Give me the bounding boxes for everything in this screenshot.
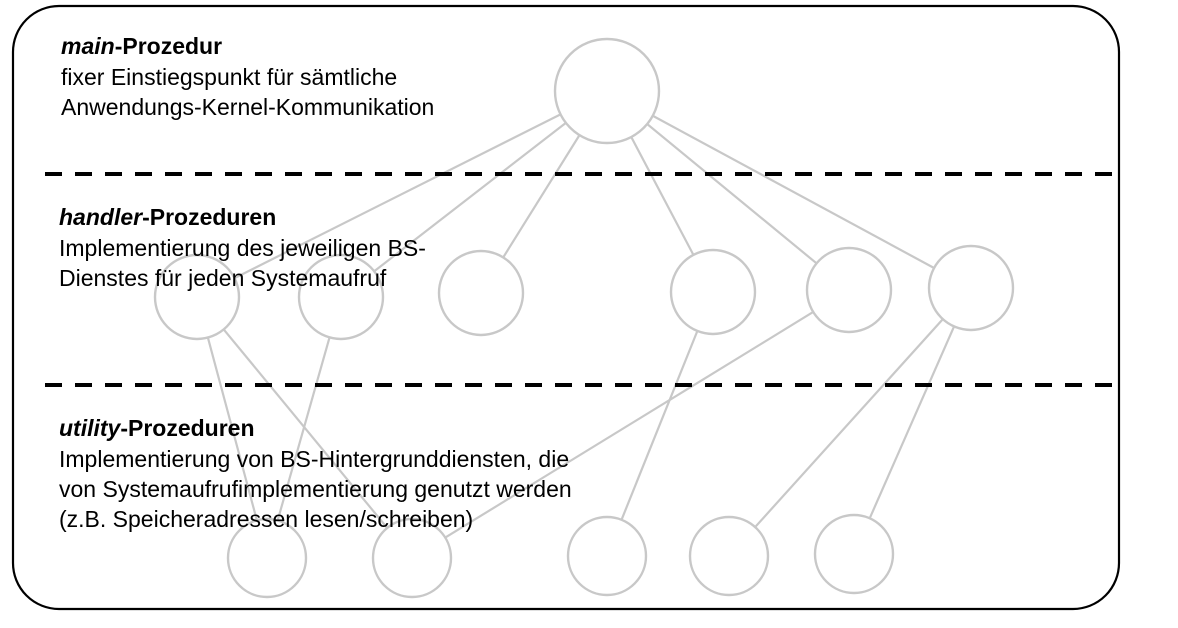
node-main-1[interactable] bbox=[553, 37, 661, 145]
tier-title-utility-rest: -Prozeduren bbox=[120, 415, 255, 441]
tier-label-utility: utility-Prozeduren Implementierung von B… bbox=[59, 414, 572, 534]
edge-handler-2-to-utility-1 bbox=[276, 337, 331, 521]
tier-title-handler-emphasis: handler bbox=[59, 204, 143, 230]
edge-main-1-to-handler-3 bbox=[502, 134, 581, 258]
tier-title-main-rest: -Prozedur bbox=[114, 33, 223, 59]
node-handler-4[interactable] bbox=[669, 248, 757, 336]
edge-main-1-to-handler-6 bbox=[652, 114, 935, 269]
tier-title-utility-emphasis: utility bbox=[59, 415, 121, 441]
container-frame bbox=[11, 4, 1121, 611]
tier-title-main-emphasis: main bbox=[61, 33, 115, 59]
edge-main-1-to-handler-1 bbox=[234, 113, 562, 280]
tier-body-main: fixer Einstiegspunkt für sämtliche Anwen… bbox=[61, 64, 435, 120]
tier-body-handler: Implementierung des jeweiligen BS- Diens… bbox=[59, 235, 426, 291]
edge-handler-1-to-utility-2 bbox=[222, 328, 389, 529]
tier-title-utility: utility-Prozeduren bbox=[59, 414, 572, 443]
tier-title-handler: handler-Prozeduren bbox=[59, 203, 426, 232]
node-utility-3[interactable] bbox=[566, 515, 648, 597]
edge-handler-5-to-utility-2 bbox=[444, 311, 814, 539]
node-handler-3[interactable] bbox=[437, 249, 525, 337]
node-utility-2[interactable] bbox=[371, 517, 453, 599]
node-layer bbox=[153, 37, 1015, 599]
edge-main-1-to-handler-2 bbox=[373, 121, 567, 273]
tier-label-handler: handler-Prozeduren Implementierung des j… bbox=[59, 203, 426, 293]
edge-main-1-to-handler-5 bbox=[646, 123, 818, 265]
edge-handler-4-to-utility-3 bbox=[620, 330, 699, 521]
node-handler-1[interactable] bbox=[153, 253, 241, 341]
node-handler-5[interactable] bbox=[805, 246, 893, 334]
node-utility-5[interactable] bbox=[813, 513, 895, 595]
edge-handler-6-to-utility-5 bbox=[868, 326, 956, 519]
edge-handler-6-to-utility-4 bbox=[754, 318, 944, 528]
tier-label-main: main-Prozedur fixer Einstiegspunkt für s… bbox=[61, 32, 434, 122]
node-utility-4[interactable] bbox=[688, 515, 770, 597]
tier-title-main: main-Prozedur bbox=[61, 32, 434, 61]
node-handler-6[interactable] bbox=[927, 244, 1015, 332]
node-utility-1[interactable] bbox=[226, 517, 308, 599]
tier-title-handler-rest: -Prozeduren bbox=[142, 204, 277, 230]
edge-handler-1-to-utility-1 bbox=[206, 337, 258, 521]
edge-layer bbox=[206, 113, 956, 539]
node-handler-2[interactable] bbox=[297, 253, 385, 341]
tier-body-utility: Implementierung von BS-Hintergrunddienst… bbox=[59, 446, 572, 532]
edge-main-1-to-handler-4 bbox=[630, 136, 695, 256]
